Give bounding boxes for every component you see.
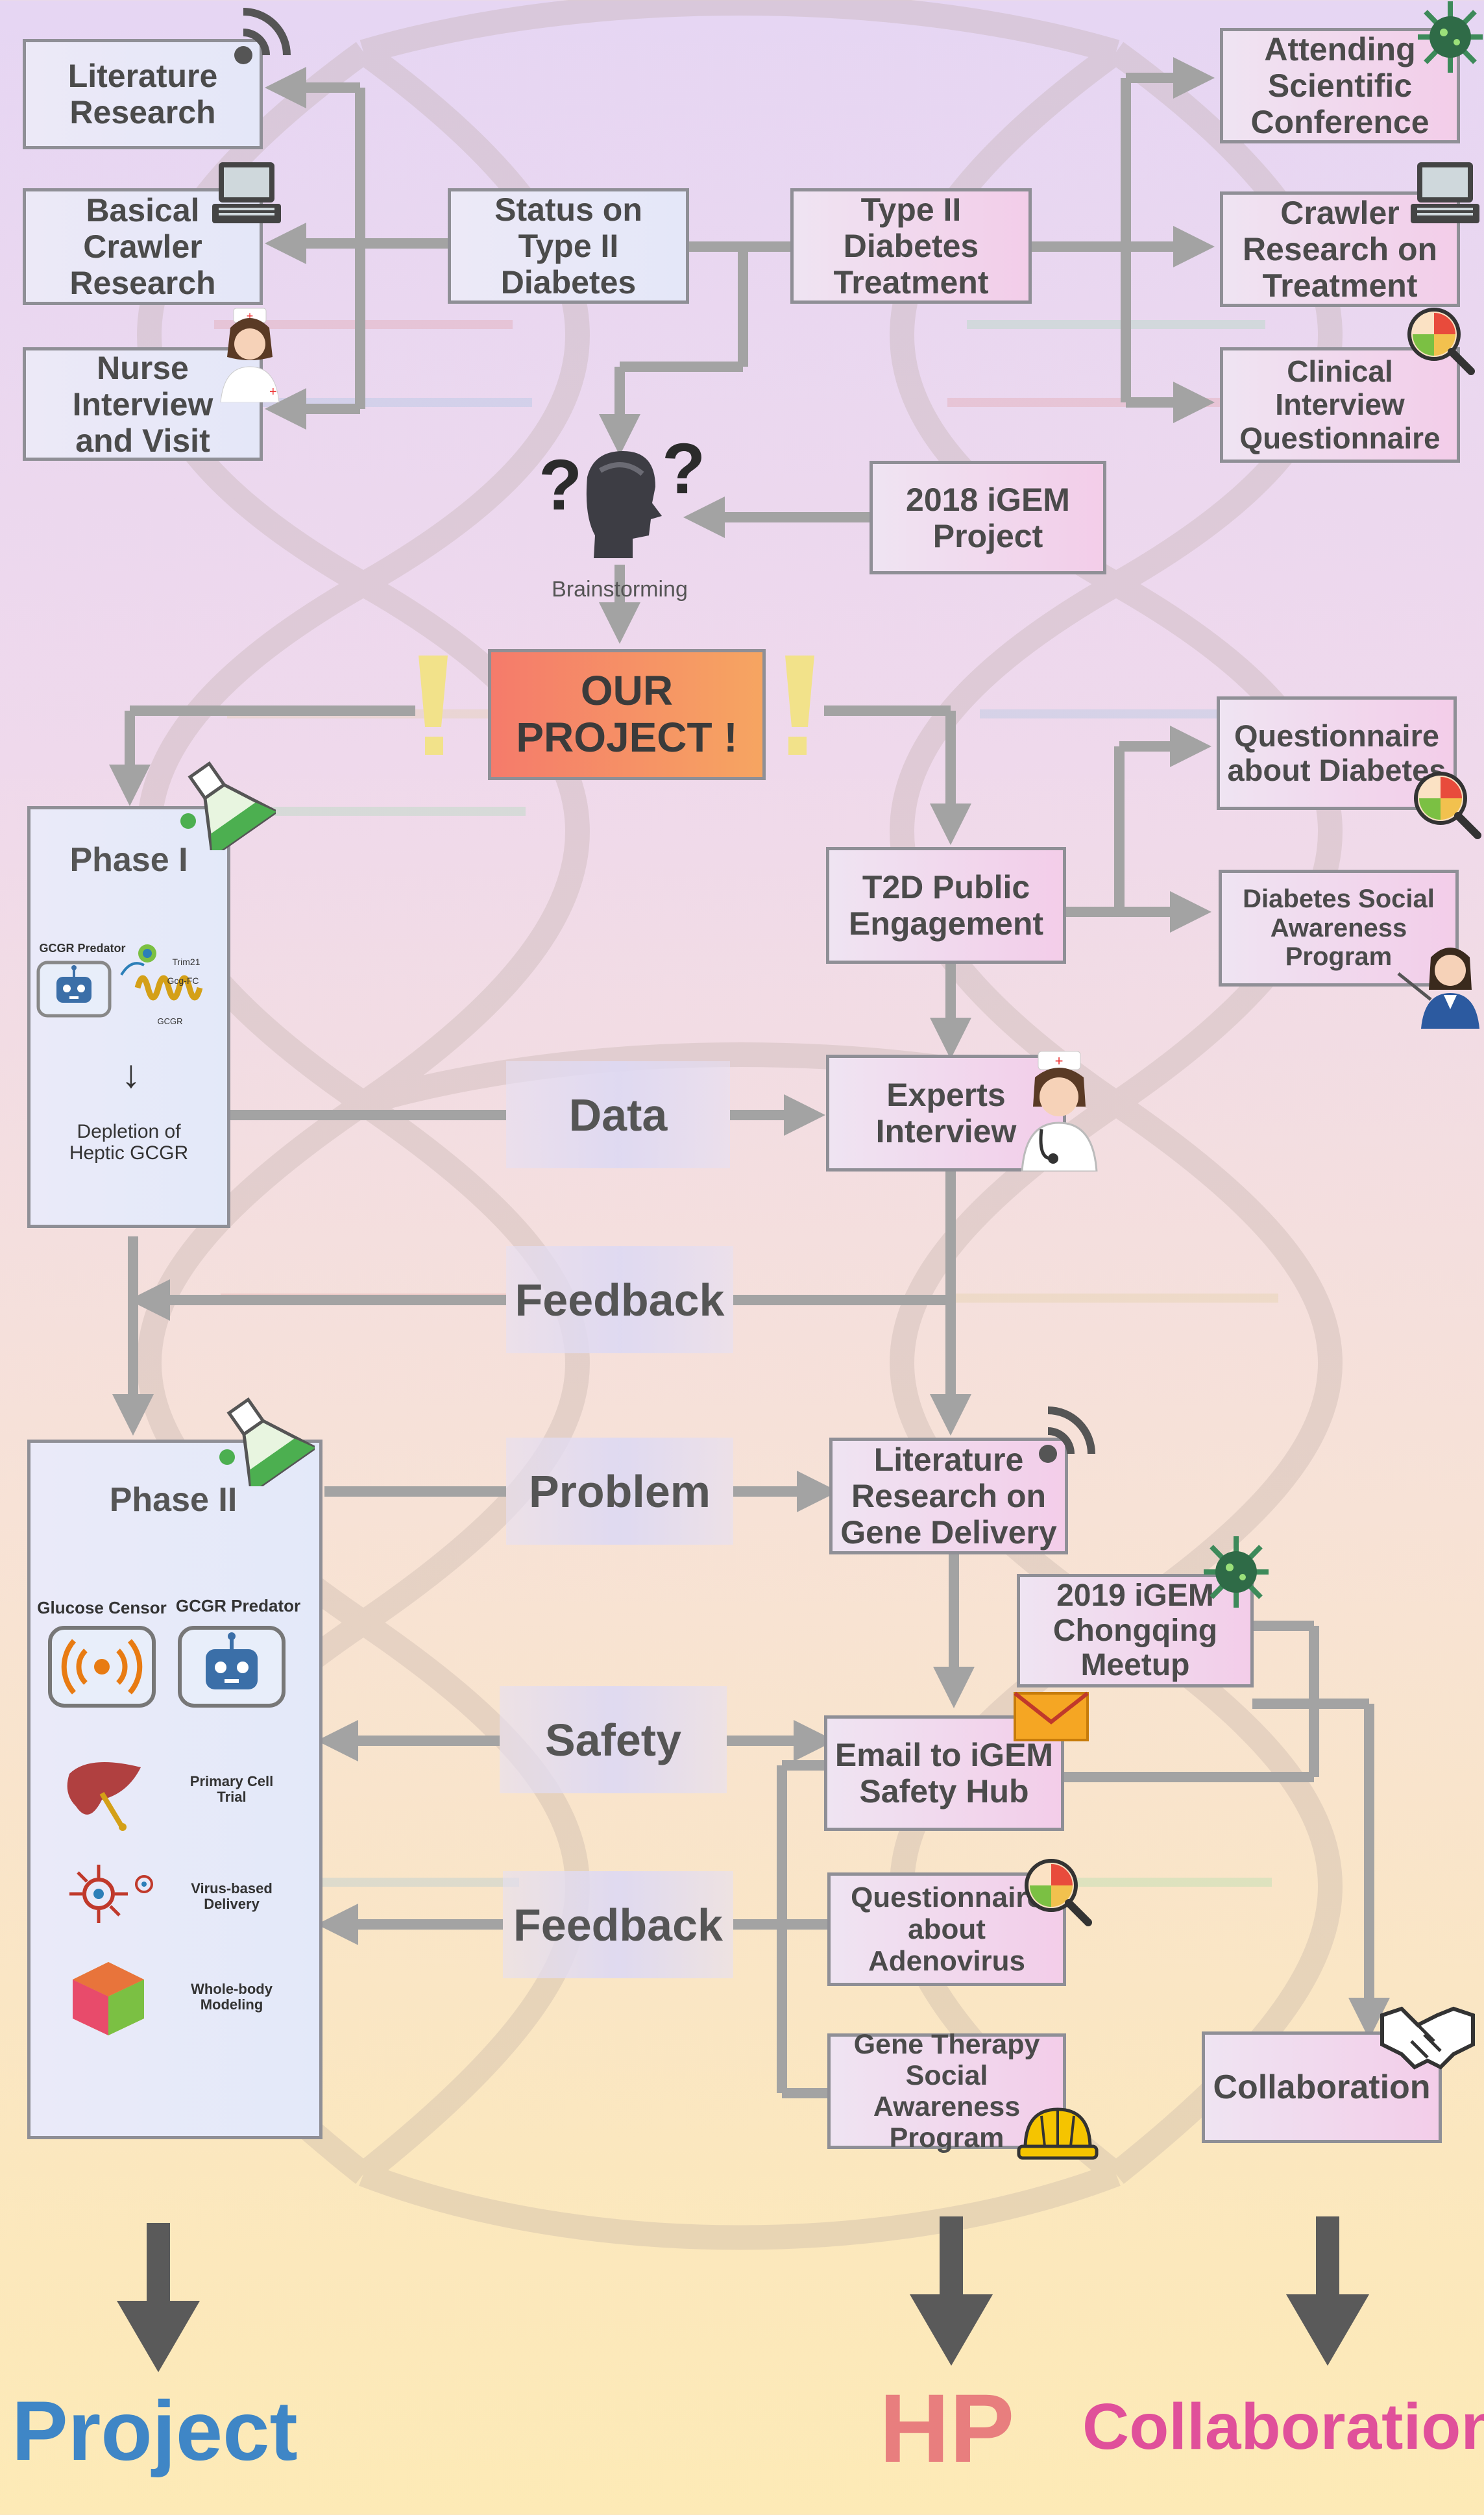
safety-label: Safety bbox=[500, 1686, 727, 1793]
nurse-interview-box: Nurse Interview and Visit bbox=[23, 347, 263, 461]
data-label: Data bbox=[506, 1061, 730, 1168]
down-arrow: ↓ bbox=[121, 1052, 141, 1096]
envelope-icon bbox=[1012, 1691, 1090, 1743]
exclamation-right bbox=[772, 649, 824, 766]
t2d-public-engagement-box: T2D Public Engagement bbox=[826, 847, 1066, 964]
liver-icon bbox=[63, 1754, 147, 1832]
whole-body-label: Whole-body Modeling bbox=[191, 1981, 273, 2013]
depletion-label: Depletion of Heptic GCGR bbox=[69, 1121, 189, 1164]
sensor-icon bbox=[47, 1625, 157, 1709]
igem-2019-box: 2019 iGEM Chongqing Meetup bbox=[1017, 1574, 1254, 1687]
trim21-label: Trim21 bbox=[172, 957, 201, 967]
laptop-icon-2 bbox=[1409, 157, 1481, 228]
gcgr-predator-label-2: GCGR Predator bbox=[175, 1596, 301, 1615]
magnifier-chart-icon bbox=[1405, 305, 1476, 376]
hardhat-icon bbox=[1016, 2100, 1100, 2165]
type2-treatment-box: Type II Diabetes Treatment bbox=[790, 188, 1032, 304]
svg-text:+: + bbox=[1055, 1053, 1064, 1069]
robot-icon-2 bbox=[176, 1625, 287, 1709]
flask-icon-2 bbox=[211, 1395, 318, 1490]
phase-1-title: Phase I bbox=[69, 841, 188, 879]
crawler-treatment-box: Crawler Research on Treatment bbox=[1220, 191, 1460, 307]
flask-icon bbox=[172, 759, 276, 850]
glucose-censor-label: Glucose Censor bbox=[37, 1598, 167, 1617]
gcgr-receptor-icon bbox=[118, 939, 212, 1014]
exclamation-left bbox=[409, 649, 461, 766]
brainstorming-label: Brainstorming bbox=[552, 577, 688, 602]
gcgr-predator-label: GCGR Predator bbox=[39, 942, 126, 955]
wifi-icon bbox=[230, 0, 302, 71]
gcg-fc-label: Gcg-FC bbox=[167, 975, 199, 986]
doctor-icon: + bbox=[1016, 1048, 1103, 1172]
status-type2-box: Status on Type II Diabetes bbox=[448, 188, 689, 304]
svg-text:+: + bbox=[269, 385, 277, 399]
phase-2-panel: Phase II Glucose Censor GCGR Predator Pr… bbox=[27, 1440, 322, 2139]
literature-research-box: Literature Research bbox=[23, 39, 263, 149]
nurse-icon: + + bbox=[214, 305, 286, 402]
feedback-label-2: Feedback bbox=[503, 1871, 733, 1978]
cube-icon bbox=[69, 1959, 147, 2037]
svg-text:+: + bbox=[247, 310, 254, 323]
problem-label: Problem bbox=[506, 1438, 733, 1545]
clinical-questionnaire-box: Clinical Interview Questionnaire bbox=[1220, 347, 1460, 463]
hp-label: HP bbox=[879, 2374, 1015, 2483]
collaboration-label: Collaboration bbox=[1082, 2390, 1484, 2463]
feedback-label-1: Feedback bbox=[506, 1246, 733, 1353]
magnifier-chart-icon-2 bbox=[1411, 769, 1483, 840]
svg-text:?: ? bbox=[539, 445, 582, 525]
teacher-icon bbox=[1395, 938, 1483, 1029]
svg-text:?: ? bbox=[662, 432, 705, 509]
laptop-icon bbox=[211, 157, 282, 228]
magnifier-chart-icon-3 bbox=[1022, 1856, 1093, 1928]
primary-cell-label: Primary Cell Trial bbox=[189, 1773, 274, 1806]
virus-delivery-icon bbox=[66, 1858, 164, 1930]
robot-icon bbox=[36, 960, 112, 1018]
diabetes-social-box: Diabetes Social Awareness Program bbox=[1219, 870, 1459, 987]
phase-1-panel: Phase I GCGR Predator Trim21 Gcg-FC GCGR… bbox=[27, 806, 230, 1228]
project-label: Project bbox=[12, 2383, 298, 2478]
gcgr-label: GCGR bbox=[157, 1016, 183, 1026]
virus-delivery-label: Virus-based Delivery bbox=[191, 1880, 273, 1913]
gene-therapy-box: Gene Therapy Social Awareness Program bbox=[827, 2029, 1066, 2153]
handshake-icon bbox=[1379, 1996, 1476, 2074]
igem-2018-box: 2018 iGEM Project bbox=[870, 461, 1106, 574]
virus-icon bbox=[1418, 0, 1484, 75]
literature-gene-delivery-box: Literature Research on Gene Delivery bbox=[829, 1438, 1068, 1554]
virus-icon-2 bbox=[1204, 1535, 1276, 1610]
phase-2-title: Phase II bbox=[109, 1481, 237, 1519]
our-project-box: OUR PROJECT ! bbox=[488, 649, 766, 780]
attending-conference-box: Attending Scientific Conference bbox=[1220, 28, 1460, 143]
thinking-head-icon: ?? bbox=[535, 432, 711, 561]
wifi-icon-2 bbox=[1035, 1399, 1106, 1470]
